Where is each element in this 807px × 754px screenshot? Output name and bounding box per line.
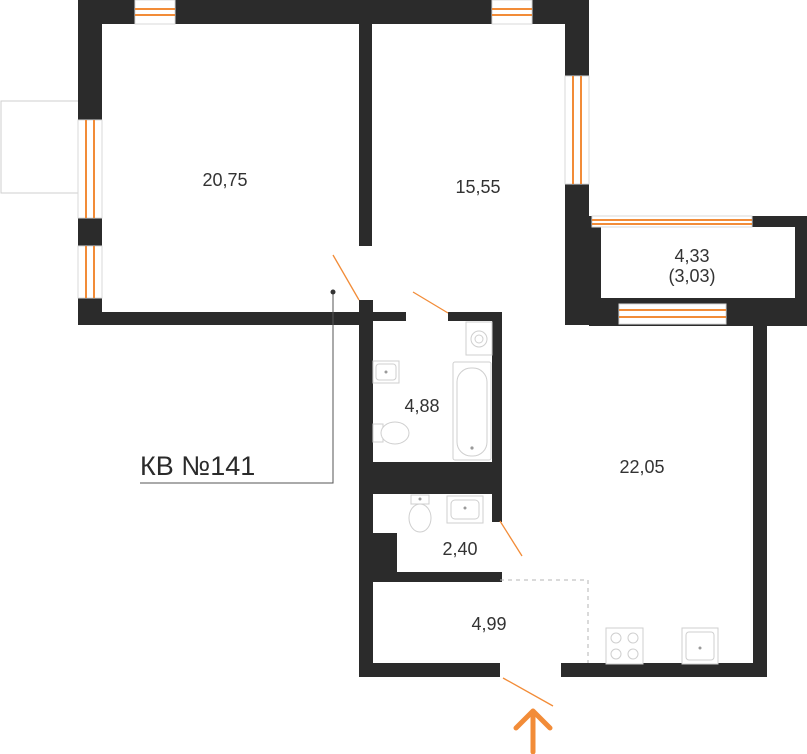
wall-toilet-bottom — [359, 572, 502, 582]
door-toilet — [499, 520, 523, 557]
washing-machine-icon — [465, 321, 493, 356]
door-room1 — [332, 254, 360, 301]
fixtures — [372, 321, 719, 665]
doors — [332, 254, 554, 707]
room-area-2: 15,55 — [455, 177, 500, 197]
window-left-upper — [77, 119, 103, 219]
bathtub-icon — [452, 361, 492, 461]
walls — [78, 0, 807, 677]
wall-bath-top-a — [359, 312, 406, 321]
door-entrance — [502, 677, 554, 707]
window-top-right — [491, 0, 533, 25]
window-right-room2 — [564, 75, 590, 185]
utility-shaft — [373, 533, 397, 572]
toilet-icon — [408, 494, 432, 533]
door-bathroom — [412, 291, 449, 314]
window-left-lower — [77, 245, 103, 299]
wall-room1-bottom — [78, 312, 360, 325]
bathroom-toilet-icon — [372, 421, 410, 445]
apartment-number: КВ №141 — [140, 451, 255, 481]
room-area-1: 20,75 — [202, 170, 247, 190]
balcony-outline-left — [0, 100, 80, 194]
windows — [77, 0, 753, 325]
wall-room-divider — [359, 24, 372, 246]
wall-bottom-left — [359, 663, 500, 677]
window-balcony-bottom — [618, 303, 727, 325]
toilet-sink-icon — [446, 495, 484, 524]
entrance-arrow-icon — [513, 708, 553, 754]
kitchen-sink-icon — [681, 627, 719, 665]
balcony-area: 4,33 — [674, 246, 709, 266]
hallway-area: 4,99 — [471, 614, 506, 634]
kitchen-living-area: 22,05 — [619, 457, 664, 477]
wall-bath-toilet-divider — [359, 462, 502, 494]
wall-bath-right — [492, 312, 502, 462]
toilet-area: 2,40 — [442, 539, 477, 559]
apartment-leader-dot — [330, 289, 336, 295]
wall-kitchen-right — [753, 310, 767, 677]
wall-toilet-right — [492, 494, 502, 522]
bathroom-sink-icon — [372, 360, 400, 384]
stove-icon — [605, 627, 644, 665]
hallway-zone-boundary — [500, 579, 589, 663]
balcony-area-reduced: (3,03) — [668, 266, 715, 286]
wall-bottom-right — [561, 663, 767, 677]
window-top-left — [134, 0, 176, 25]
wall-bath-top-b — [448, 312, 502, 321]
apartment-leader-line — [140, 292, 334, 484]
window-balcony-top — [591, 215, 753, 228]
bathroom-area: 4,88 — [404, 396, 439, 416]
